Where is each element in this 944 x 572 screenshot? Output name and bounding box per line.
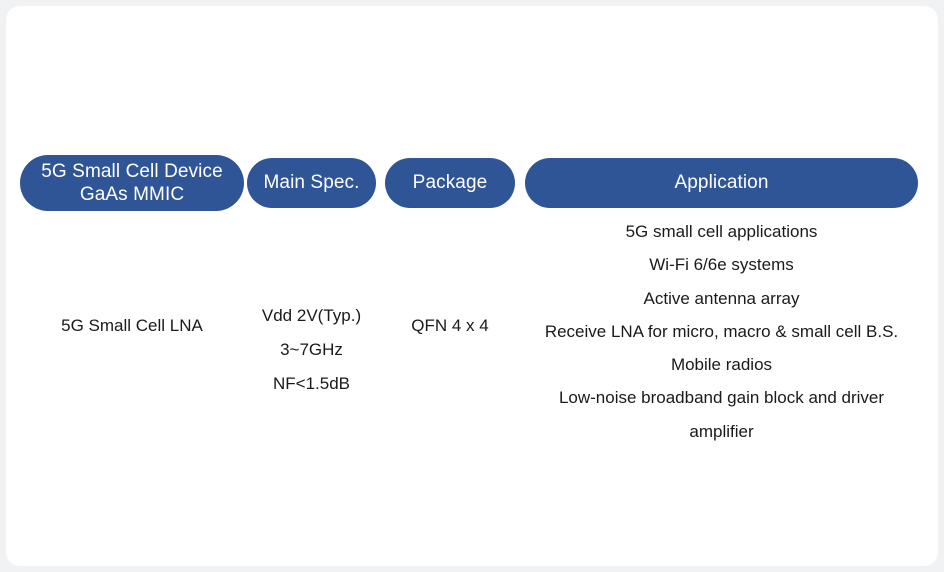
header-pill-application-label: Application [674, 172, 769, 194]
column-package-content: QFN 4 x 4 [385, 309, 515, 343]
device-item: 5G Small Cell LNA [61, 316, 203, 335]
application-item: Receive LNA for micro, macro & small cel… [544, 321, 899, 341]
column-device-content: 5G Small Cell LNA [20, 309, 244, 343]
header-pill-package-label: Package [412, 172, 488, 194]
spec-item: Vdd 2V(Typ.) [261, 306, 362, 325]
header-pill-device-label: 5G Small Cell Device GaAs MMIC [41, 160, 223, 205]
application-item: Mobile radios [670, 355, 773, 375]
spec-item: NF<1.5dB [272, 374, 350, 393]
header-pill-device: 5G Small Cell Device GaAs MMIC [20, 155, 244, 211]
application-item: 5G small cell applications [625, 222, 818, 241]
application-item: Active antenna array [643, 288, 800, 308]
header-pill-application: Application [525, 158, 918, 208]
application-item: Wi-Fi 6/6e systems [649, 255, 794, 275]
application-item: Low-noise broadband gain block and drive… [558, 388, 885, 441]
header-pill-package: Package [385, 158, 515, 208]
header-pill-main-spec-label: Main Spec. [263, 172, 360, 194]
content-columns: 5G Small Cell LNA Vdd 2V(Typ.) 3~7GHz NF… [6, 215, 938, 495]
content-card: 5G Small Cell Device GaAs MMIC Main Spec… [6, 6, 938, 566]
column-main-spec-content: Vdd 2V(Typ.) 3~7GHz NF<1.5dB [247, 299, 376, 401]
column-application-content: 5G small cell applications Wi-Fi 6/6e sy… [525, 215, 918, 448]
package-item: QFN 4 x 4 [411, 316, 489, 335]
header-pill-row: 5G Small Cell Device GaAs MMIC Main Spec… [6, 155, 938, 215]
spec-item: 3~7GHz [280, 340, 343, 359]
header-pill-main-spec: Main Spec. [247, 158, 376, 208]
